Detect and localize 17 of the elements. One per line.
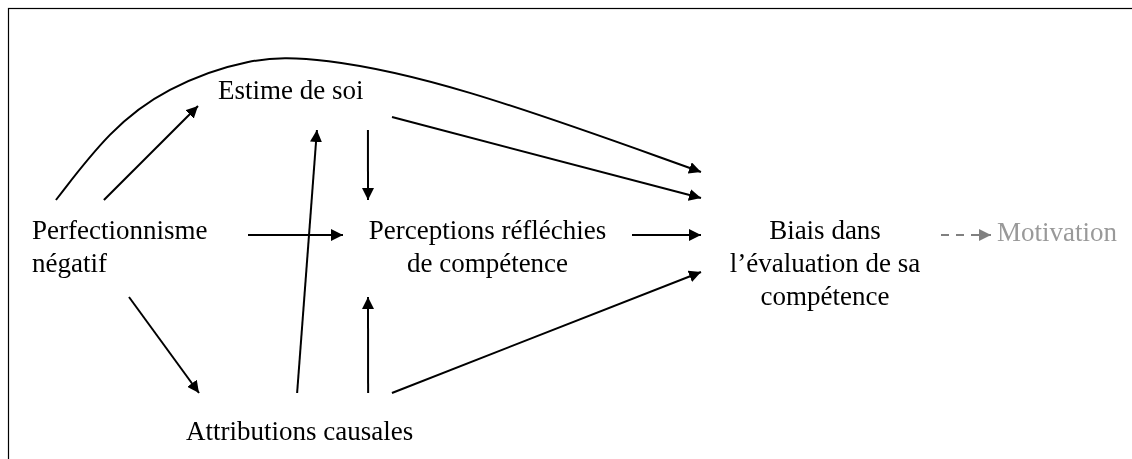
arrow <box>247 229 344 241</box>
node-label: Perceptions réfléchies de compétence <box>367 214 608 280</box>
arrow <box>102 105 199 201</box>
arrow <box>390 270 702 394</box>
arrow <box>362 129 374 201</box>
node-label: Motivation <box>997 216 1118 249</box>
arrow <box>54 57 702 201</box>
arrow <box>127 296 200 394</box>
arrow <box>362 296 374 394</box>
node-label: Estime de soi <box>218 74 365 107</box>
node-label: Perfectionnisme négatif <box>32 214 209 280</box>
arrow <box>296 129 322 394</box>
arrow <box>940 229 992 241</box>
node-label: Attributions causales <box>186 415 415 448</box>
node-label: Biais dans l’évaluation de sa compétence <box>728 214 922 313</box>
arrow <box>631 229 702 241</box>
arrow <box>391 116 702 201</box>
